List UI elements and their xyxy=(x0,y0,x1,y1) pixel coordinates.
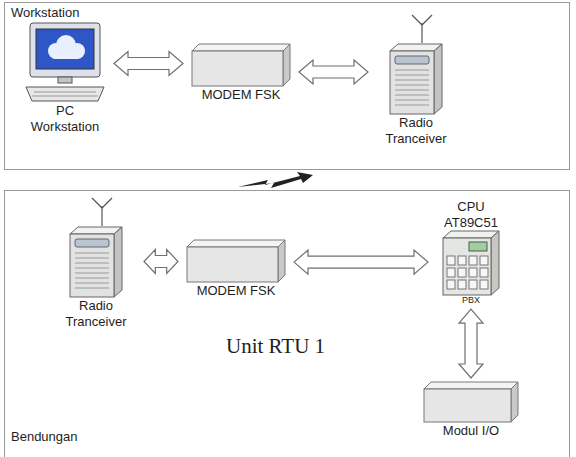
double-arrow xyxy=(294,250,428,274)
double-arrow xyxy=(144,250,178,274)
device-illustration xyxy=(386,13,446,43)
double-arrow xyxy=(459,309,483,378)
device-illustration xyxy=(191,43,291,87)
device-label: Radio Tranceiver xyxy=(53,298,139,329)
device-illustration xyxy=(186,239,286,283)
device-label: Radio Tranceiver xyxy=(373,115,459,146)
device-node: CPU AT89C51PBX xyxy=(431,199,511,306)
double-arrow xyxy=(114,52,183,76)
device-label: MODEM FSK xyxy=(197,283,276,299)
device-illustration xyxy=(66,196,126,226)
lightning-symbol xyxy=(238,172,313,188)
device-node: MODEM FSK xyxy=(181,239,291,299)
double-arrow xyxy=(299,60,368,84)
device-node: Radio Tranceiver xyxy=(371,13,461,146)
panel-heading: Bendungan xyxy=(11,429,78,445)
device-illustration xyxy=(66,226,126,298)
device-tag: PBX xyxy=(462,296,480,306)
device-illustration xyxy=(22,21,108,103)
device-illustration xyxy=(423,381,519,423)
device-node: Radio Tranceiver xyxy=(51,196,141,329)
device-label: Modul I/O xyxy=(443,423,499,439)
device-node: PC Workstation xyxy=(19,21,111,134)
antenna-symbol xyxy=(386,13,446,43)
device-label: PC Workstation xyxy=(21,103,109,134)
device-box xyxy=(191,43,291,87)
pc-icon xyxy=(22,21,108,103)
radio-icon xyxy=(386,43,446,115)
device-box xyxy=(186,239,286,283)
unit-label: Unit RTU 1 xyxy=(226,334,325,359)
site-panel: Workstation PC Workstation MODEM FSK Radio … xyxy=(4,2,570,170)
device-node: MODEM FSK xyxy=(186,43,296,103)
radio-icon xyxy=(66,226,126,298)
device-box xyxy=(423,381,519,423)
device-illustration xyxy=(386,43,446,115)
antenna-symbol xyxy=(66,196,126,226)
site-panel: Bendungan Radio Tranceiver MODEM FSK CPU AT… xyxy=(4,190,570,457)
panel-heading: Workstation xyxy=(11,5,79,21)
device-illustration xyxy=(441,230,501,296)
device-label: MODEM FSK xyxy=(202,87,281,103)
device-node: Modul I/O xyxy=(416,381,526,439)
device-label: CPU AT89C51 xyxy=(433,199,509,230)
cpu-icon xyxy=(441,230,501,296)
